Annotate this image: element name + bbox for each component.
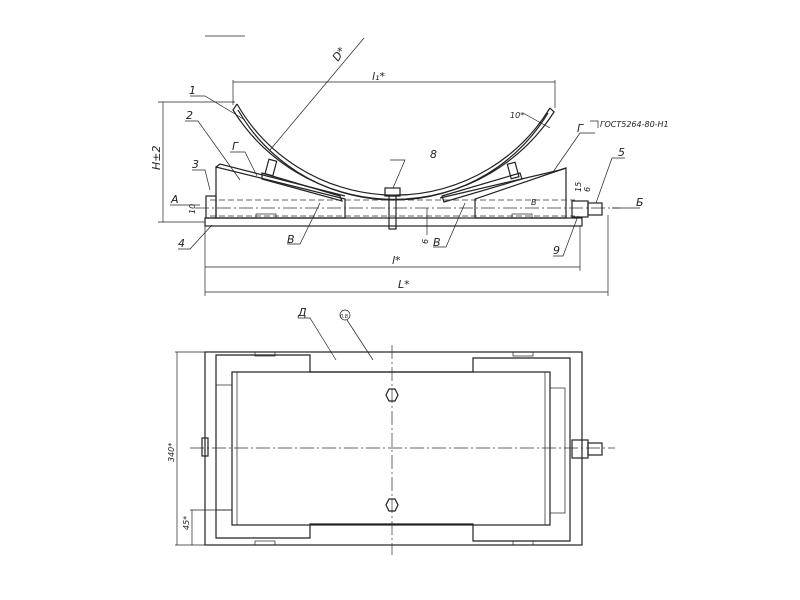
- weld-note: ГОСТ5264-80-Н1: [600, 120, 669, 129]
- left-pad: [261, 172, 344, 202]
- left-nut-top: [201, 437, 209, 457]
- base-plate: [204, 217, 583, 227]
- outer-frame: [204, 351, 583, 546]
- center-bolt-shank: [388, 195, 397, 230]
- roughness-leader: [346, 319, 374, 361]
- offset-dimension: 45*: [182, 516, 191, 530]
- thickness-leader: [522, 112, 551, 129]
- saddle-shell-inner: [237, 109, 549, 201]
- saddle-plate: [231, 371, 551, 526]
- rod-end: [587, 202, 603, 216]
- roughness-value: 0.8: [340, 314, 348, 320]
- right-nut: [571, 200, 589, 218]
- shim: [254, 540, 276, 546]
- d-dimension: D*: [330, 44, 349, 63]
- right-rail: [549, 387, 566, 514]
- leaders: [170, 95, 640, 257]
- item-1: 1: [189, 84, 196, 97]
- bolt-top: [385, 388, 399, 402]
- label-g-left: Г: [232, 140, 239, 153]
- label-g-right: Г: [577, 122, 584, 135]
- item-5: 5: [618, 146, 625, 159]
- right-stop: [506, 161, 520, 180]
- h-dimension: H±2: [150, 146, 163, 171]
- left-rail: [215, 384, 233, 511]
- shim: [254, 351, 276, 357]
- item-3: 3: [192, 158, 199, 171]
- thickness-dimension: 10*: [510, 111, 524, 120]
- item-9: 9: [553, 244, 560, 257]
- front-view: l₁* D* H±2 10* ГОСТ5264-80-Н1 l* L* 10 6…: [150, 37, 669, 296]
- saddle-shell-outer: [236, 103, 551, 196]
- width-dimension: 340*: [167, 443, 176, 462]
- left-nut: [205, 195, 217, 219]
- item-4: 4: [178, 237, 185, 250]
- item-2: 2: [186, 109, 193, 122]
- d-leader: [269, 37, 365, 151]
- right-wedge: [439, 167, 567, 199]
- label-d: Д: [297, 306, 307, 319]
- weld-leg-dimension: 6: [583, 187, 592, 192]
- left-shim: [255, 213, 277, 219]
- item-8: 8: [430, 148, 437, 161]
- right-shim: [511, 213, 533, 219]
- label-v-left: В: [287, 233, 295, 246]
- bolt-bottom: [385, 498, 399, 512]
- top-view: 340* 45* Д 0.8: [167, 306, 615, 555]
- roughness-symbol: [339, 309, 351, 321]
- saddle-shell: [232, 103, 555, 200]
- rod-end-top: [587, 442, 603, 456]
- label-v-right: В: [433, 236, 441, 249]
- L-dimension: L*: [398, 278, 410, 291]
- a-offset-dimension: 10: [188, 204, 197, 214]
- small-dimension: 15: [574, 182, 583, 192]
- shim: [512, 351, 534, 357]
- right-nut-top: [571, 439, 589, 459]
- label-v-center: В: [531, 198, 537, 207]
- right-pad: [441, 172, 523, 203]
- left-support: [215, 166, 346, 219]
- view-arrow-b: Б: [636, 196, 644, 209]
- l-dimension: l*: [392, 254, 401, 267]
- l1-dimension: l₁*: [372, 70, 385, 83]
- gap-dimension: 6: [421, 239, 430, 244]
- left-stop: [264, 158, 278, 177]
- shim: [512, 540, 534, 546]
- view-arrow-a: А: [170, 193, 179, 206]
- d-leader: [298, 317, 337, 361]
